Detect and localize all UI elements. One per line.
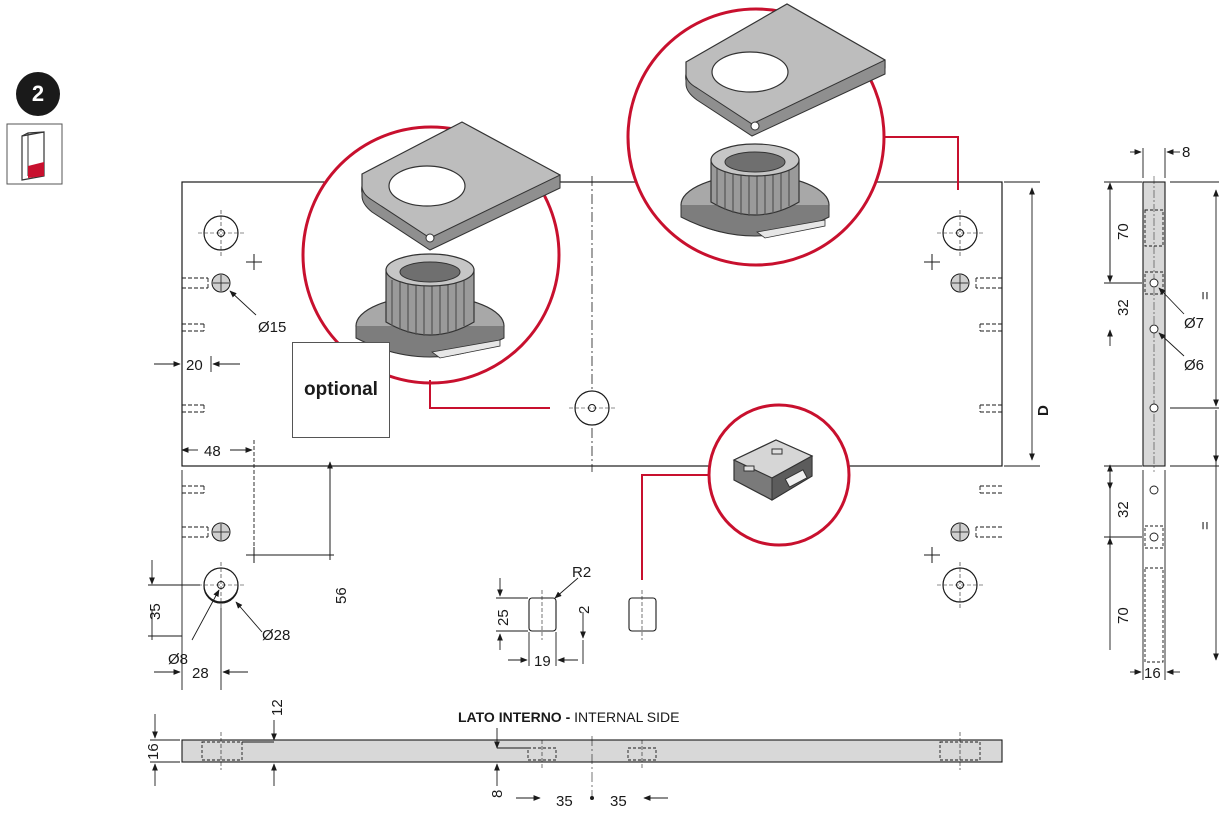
dim-20: 20	[186, 357, 203, 374]
dim-phi-28: Ø28	[262, 627, 290, 644]
dim-48: 48	[204, 443, 221, 460]
dim-r2: R2	[572, 564, 591, 581]
right-holes	[924, 210, 1002, 608]
dim-phi-7: Ø7	[1184, 315, 1204, 332]
hole-28-top-left	[198, 210, 244, 256]
dim-phi-15: Ø15	[258, 319, 286, 336]
dim-D: D	[1035, 405, 1052, 416]
dim-8-top: 8	[1182, 144, 1190, 161]
left-holes	[182, 254, 262, 608]
section-title: LATO INTERNO - INTERNAL SIDE	[458, 709, 679, 725]
optional-label: optional	[292, 342, 390, 438]
dim-25: 25	[495, 609, 512, 626]
dim-8-bottom: 8	[489, 790, 506, 798]
dim-32-top: 32	[1115, 299, 1132, 316]
step-number-badge: 2	[16, 72, 60, 116]
bottom-slots	[528, 590, 657, 640]
dim-phi-6: Ø6	[1184, 357, 1204, 374]
dim-equal-bottom: =	[1197, 521, 1214, 530]
detail-callout-clip	[641, 403, 851, 580]
dim-32-bottom: 32	[1115, 501, 1132, 518]
internal-side-view	[150, 714, 1003, 801]
dim-16-side: 16	[1144, 665, 1161, 682]
dim-12: 12	[269, 699, 286, 716]
dim-16-bottom: 16	[145, 743, 162, 760]
dim-2: 2	[576, 606, 593, 614]
dim-70-top: 70	[1115, 223, 1132, 240]
side-view	[1104, 148, 1219, 680]
dim-70-bottom: 70	[1115, 607, 1132, 624]
dim-35-left: 35	[147, 603, 164, 620]
main-dimensions	[148, 181, 1040, 690]
dim-56: 56	[333, 587, 350, 604]
dim-equal-top: =	[1197, 291, 1214, 300]
cabinet-side-panel-icon	[6, 123, 63, 185]
detail-callout-left	[301, 121, 561, 409]
dimension-labels: 8 70 32 32 70 = = Ø7 Ø6 16 D Ø15 20 48 5…	[145, 144, 1214, 810]
dim-35-bottom-left: 35	[556, 793, 573, 810]
center-hole	[569, 390, 615, 426]
dim-35-bottom-right: 35	[610, 793, 627, 810]
dim-28: 28	[192, 665, 209, 682]
detail-callout-right	[626, 3, 959, 267]
dim-phi-8: Ø8	[168, 651, 188, 668]
dim-19: 19	[534, 653, 551, 670]
